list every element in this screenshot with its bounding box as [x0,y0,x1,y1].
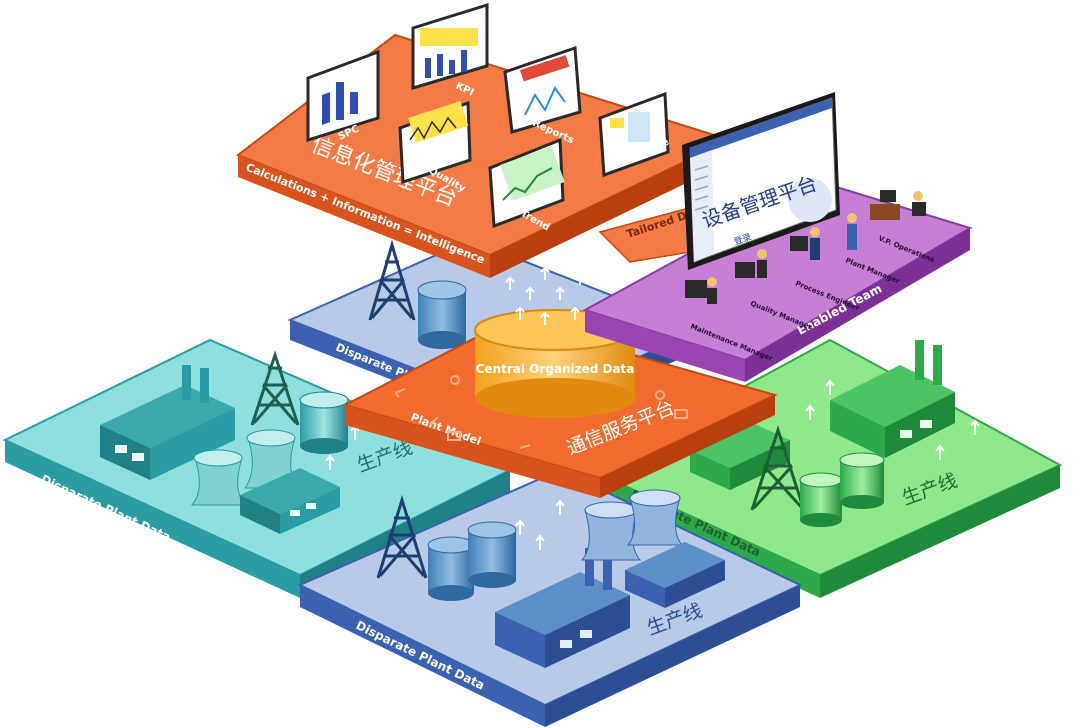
person-icon [870,190,926,220]
model-symbol-icons [394,375,688,449]
plant-platform-bottom: Disparate Plant Data 生产线 [297,468,803,727]
team-platform: Enabled Team [582,180,973,382]
tower-icon [376,494,428,579]
kpi-chart-card: KPI [411,2,489,99]
factory-icon [495,548,630,668]
factory-icon [100,365,235,480]
warehouse-icon [690,422,790,490]
cooling-tower-icon [190,429,299,506]
person-icon [735,249,767,278]
storage-tank-icon [799,452,885,527]
factory-icon [830,340,955,458]
storage-tank-icon [417,280,467,349]
tower-icon [368,239,416,321]
data-flow-arrows [505,266,585,325]
central-data-label: Central Organized Data [476,362,635,376]
team-members [685,190,926,304]
warehouse-icon [240,468,340,534]
data-flow-arrows [325,379,980,550]
top-platform: Calculations + Information = Intelligenc… [235,2,733,278]
tower-icon [750,425,806,511]
storage-tank-icon [299,391,349,454]
equipment-management-screen: 设备管理平台 登录 [682,92,840,270]
person-icon [847,213,857,250]
cooling-tower-icon [580,489,684,561]
tower-icon [250,350,300,426]
person-icon [790,227,820,260]
person-icon [685,277,717,304]
central-database-icon [474,309,636,418]
core-platform: Plant Model 通信服务平台 Central Organized Dat… [342,266,778,498]
quality-chart-card: Quality [398,100,472,195]
storage-tank-icon [427,521,517,601]
warehouse-icon [625,542,725,608]
